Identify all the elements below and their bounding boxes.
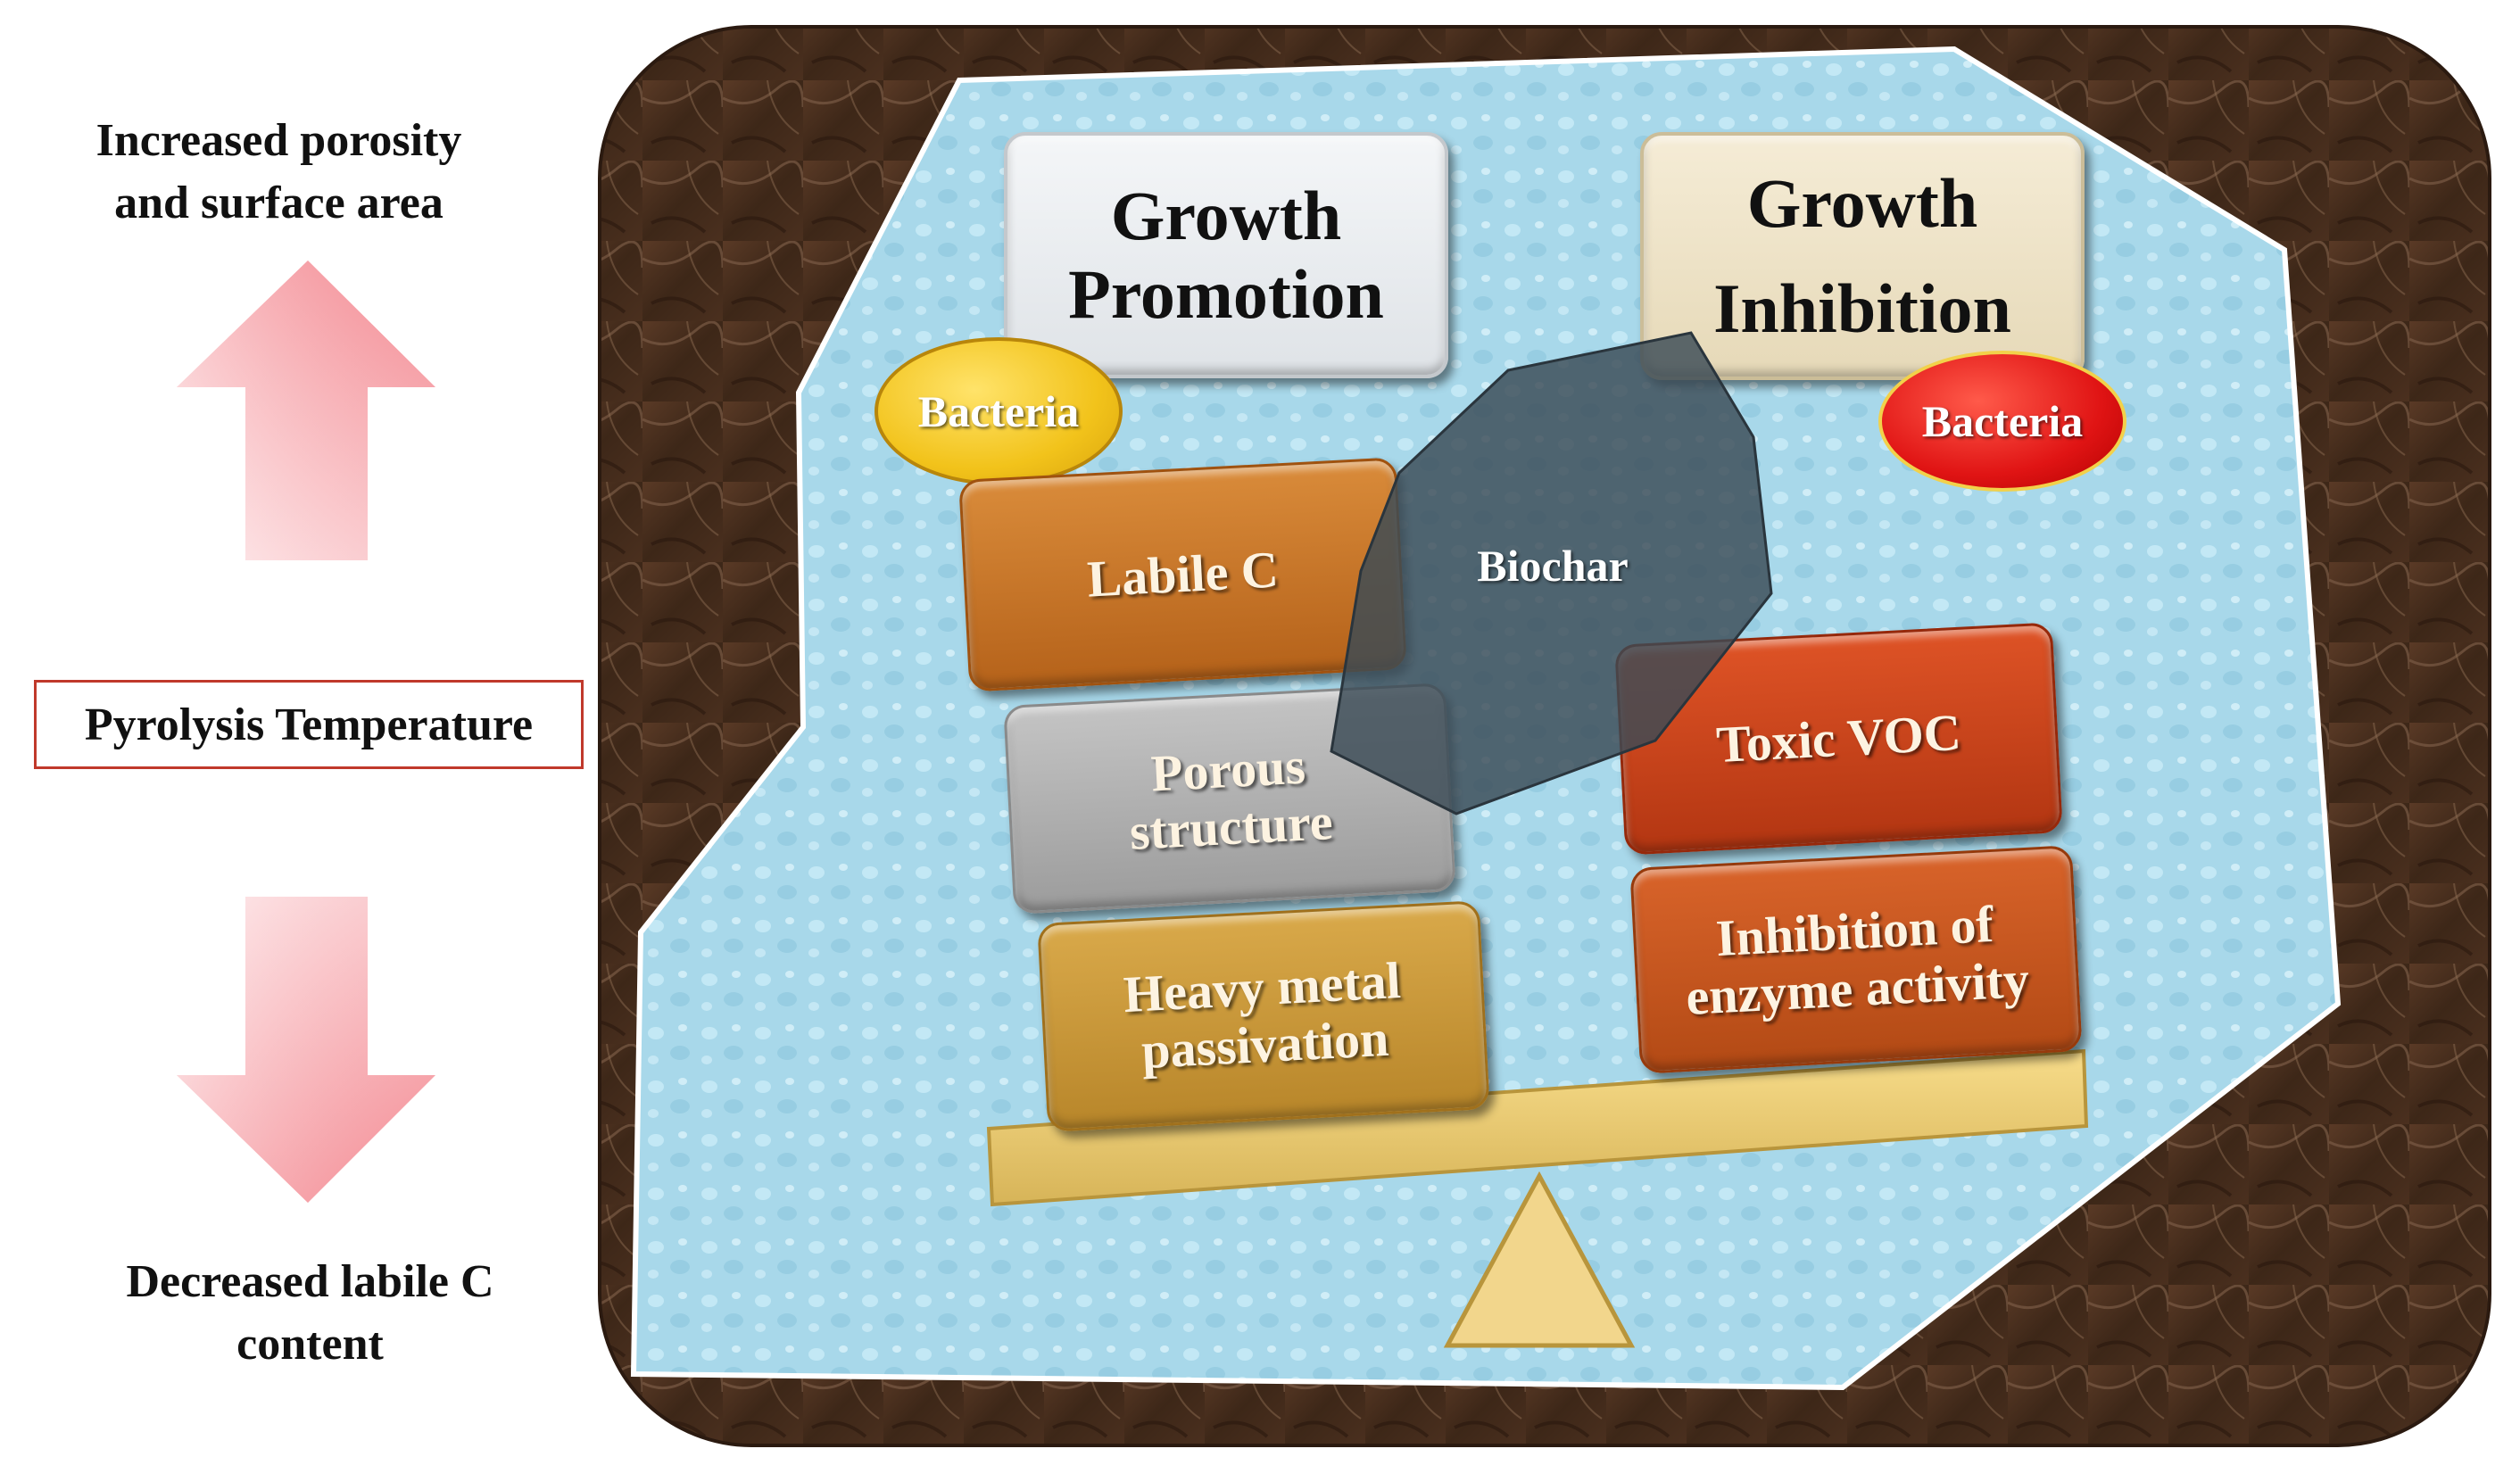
growth-promotion-line2: Promotion bbox=[1068, 255, 1384, 333]
toxic-voc-label: Toxic VOC bbox=[1714, 702, 1963, 774]
top-annotation: Increased porosity and surface area bbox=[36, 110, 522, 235]
top-annotation-line2: and surface area bbox=[114, 178, 443, 228]
pyrolysis-temperature-label: Pyrolysis Temperature bbox=[34, 680, 584, 769]
down-arrow bbox=[177, 897, 435, 1203]
heavy-metal-passivation-block: Heavy metal passivation bbox=[1037, 900, 1490, 1132]
inhibition-bacteria-label: Bacteria bbox=[1921, 396, 2084, 446]
biochar-label: Biochar bbox=[1477, 541, 1629, 591]
pyrolysis-temperature-text: Pyrolysis Temperature bbox=[84, 699, 534, 750]
heavy-metal-passivation-label: Heavy metal passivation bbox=[1122, 950, 1403, 1080]
balance-fulcrum bbox=[1443, 1171, 1636, 1348]
labile-c-label: Labile C bbox=[1085, 540, 1281, 608]
porous-structure-label: Porous structure bbox=[1128, 736, 1335, 861]
promotion-bacteria: Bacteria bbox=[875, 337, 1123, 485]
bottom-annotation-line1: Decreased labile C bbox=[126, 1256, 494, 1307]
promotion-bacteria-label: Bacteria bbox=[917, 386, 1080, 436]
growth-inhibition-line2: Inhibition bbox=[1713, 269, 2011, 347]
growth-promotion-box: Growth Promotion bbox=[1004, 132, 1448, 378]
top-annotation-line1: Increased porosity bbox=[95, 115, 462, 166]
balance-beam bbox=[986, 1048, 2089, 1207]
toxic-voc-block: Toxic VOC bbox=[1614, 622, 2063, 856]
growth-inhibition-box: Growth Inhibition bbox=[1640, 132, 2085, 380]
inhibition-bacteria: Bacteria bbox=[1878, 351, 2126, 492]
growth-promotion-line1: Growth bbox=[1110, 177, 1342, 254]
enzyme-inhibition-block: Inhibition of enzyme activity bbox=[1629, 845, 2083, 1074]
porous-structure-block: Porous structure bbox=[1003, 683, 1456, 915]
up-arrow bbox=[177, 261, 435, 560]
bottom-annotation: Decreased labile C content bbox=[67, 1251, 553, 1376]
bottom-annotation-line2: content bbox=[236, 1319, 384, 1370]
enzyme-inhibition-label: Inhibition of enzyme activity bbox=[1684, 894, 2031, 1026]
labile-c-block: Labile C bbox=[958, 457, 1407, 692]
growth-inhibition-line1: Growth bbox=[1746, 164, 1978, 242]
